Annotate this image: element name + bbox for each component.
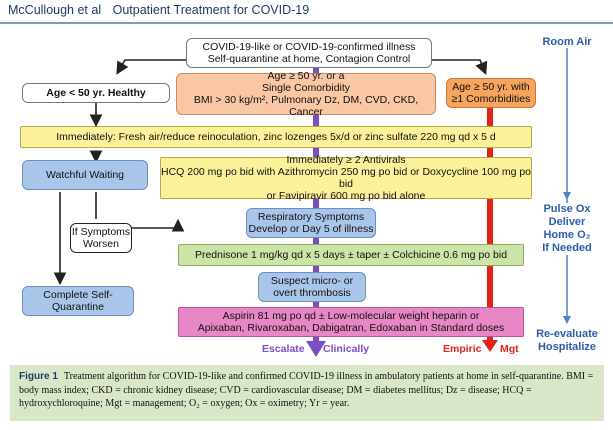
antivirals-line-3: or Favipiravir 600 mg po bid alone [266,190,426,202]
quarantine-line-2: Quarantine [52,301,104,313]
quarantine-line-1: Complete Self- [43,289,113,301]
watchful-waiting-text: Watchful Waiting [46,169,124,181]
room-air-label: Room Air [542,36,592,48]
respiratory-line-1: Respiratory Symptoms [257,211,365,223]
pulse-ox-line-2: Deliver [548,216,586,228]
header-rule [0,22,613,24]
thrombosis-line-2: overt thrombosis [273,287,351,299]
age-50-multi-box: Age ≥ 50 yr. with ≥1 Comorbidities [446,78,536,108]
age-50-single-line-2: Single Comorbidity [261,82,351,94]
red-empiric-line [487,79,493,341]
header-authors: McCullough et al [8,3,102,17]
caption-figure-label: Figure 1 [19,371,58,382]
top-line-1: COVID-19-like or COVID-19-confirmed illn… [202,41,416,53]
antivirals-box: Immediately ≥ 2 Antivirals HCQ 200 mg po… [160,154,532,202]
suspect-thrombosis-box: Suspect micro- or overt thrombosis [258,272,366,302]
age-50-multi-line-2: ≥1 Comorbidities [451,93,531,105]
empiric-label: Empiric [443,343,482,355]
clinically-label: Clinically [323,343,370,355]
reevaluate-line-2: Hospitalize [537,341,597,353]
purple-arrowhead [306,341,326,357]
age-50-single-line-3: BMI > 30 kg/m², Pulmonary Dz, DM, CVD, C… [193,94,419,118]
watchful-waiting-box: Watchful Waiting [22,160,148,190]
caption-text: Treatment algorithm for COVID-19-like an… [19,371,594,409]
pulse-ox-line-1: Pulse Ox [543,203,591,215]
aspirin-line-1: Aspirin 81 mg po qd ± Low-molecular weig… [222,310,480,322]
red-arrowhead [482,340,498,352]
aspirin-line-2: Apixaban, Rivaroxaban, Dabigatran, Edoxa… [197,322,505,334]
age-under-50-text: Age < 50 yr. Healthy [46,87,146,99]
escalate-label: Escalate [262,343,305,355]
age-50-single-line-1: Age ≥ 50 yr. or a [267,70,345,82]
thrombosis-line-1: Suspect micro- or [270,275,354,287]
aspirin-box: Aspirin 81 mg po qd ± Low-molecular weig… [178,307,524,337]
header-title: Outpatient Treatment for COVID-19 [112,3,310,17]
worsen-line-1: If Symptoms [71,226,131,238]
respiratory-line-2: Develop or Day 5 of illness [248,223,374,235]
complete-self-quarantine-box: Complete Self- Quarantine [22,286,134,316]
mgt-label: Mgt [500,343,519,355]
top-line-2: Self-quarantine at home, Contagion Contr… [207,53,411,65]
immediately-fresh-air-box: Immediately: Fresh air/reduce reinoculat… [20,126,532,148]
age-50-single-box: Age ≥ 50 yr. or a Single Comorbidity BMI… [176,70,436,118]
age-under-50-box: Age < 50 yr. Healthy [22,83,170,103]
antivirals-line-1: Immediately ≥ 2 Antivirals [286,154,406,166]
page-header: McCullough et al Outpatient Treatment fo… [8,3,309,17]
pulse-ox-line-3: Home O₂ [543,229,591,241]
worsen-line-2: Worsen [83,238,119,250]
antivirals-line-2: HCQ 200 mg po bid with Azithromycin 250 … [161,166,532,190]
prednisone-text: Prednisone 1 mg/kg qd x 5 days ± taper ±… [194,249,508,261]
reevaluate-line-1: Re-evaluate [536,328,598,340]
pulse-ox-label: Pulse Ox Deliver Home O₂ If Needed [532,203,602,255]
if-symptoms-worsen-box: If Symptoms Worsen [70,223,132,253]
connector-right [432,59,488,75]
pulse-ox-line-4: If Needed [542,242,592,254]
age-50-multi-line-1: Age ≥ 50 yr. with [452,81,530,93]
worsen-to-antiviral [118,218,185,232]
prednisone-box: Prednisone 1 mg/kg qd x 5 days ± taper ±… [178,244,524,266]
fresh-air-text: Immediately: Fresh air/reduce reinoculat… [56,131,496,143]
respiratory-symptoms-box: Respiratory Symptoms Develop or Day 5 of… [246,208,376,238]
reevaluate-label: Re-evaluate Hospitalize [532,328,602,354]
connector-left [116,59,186,75]
top-illness-box: COVID-19-like or COVID-19-confirmed illn… [186,38,432,68]
